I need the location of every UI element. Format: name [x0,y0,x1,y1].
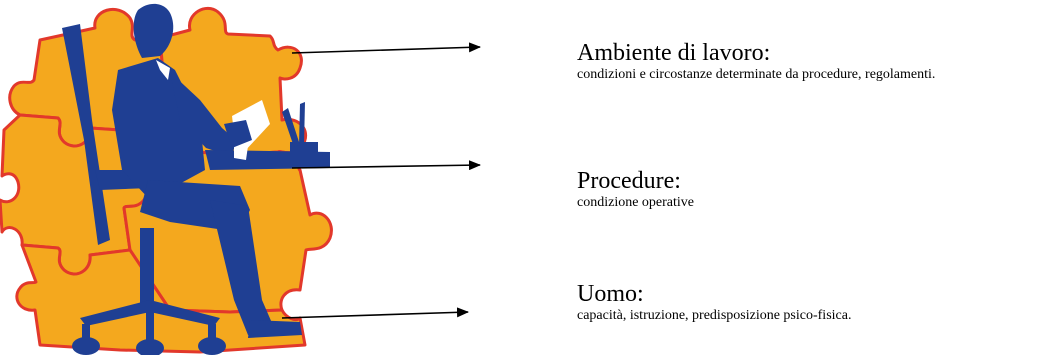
label-ambiente: Ambiente di lavoro: condizioni e circost… [577,40,935,83]
seated-man-figure [62,3,330,355]
label-uomo: Uomo: capacità, istruzione, predisposizi… [577,281,851,324]
label-uomo-description: capacità, istruzione, predisposizione ps… [577,308,852,323]
label-procedure-title: Procedure: [577,168,681,194]
label-procedure: Procedure: condizione operative [577,168,694,211]
label-ambiente-description: condizioni e circostanze determinate da … [577,67,936,82]
label-uomo-title: Uomo: [577,281,644,307]
businessman-puzzle-illustration [0,3,333,355]
label-ambiente-title: Ambiente di lavoro: [577,40,771,66]
label-procedure-description: condizione operative [577,195,695,210]
hand [224,120,252,148]
